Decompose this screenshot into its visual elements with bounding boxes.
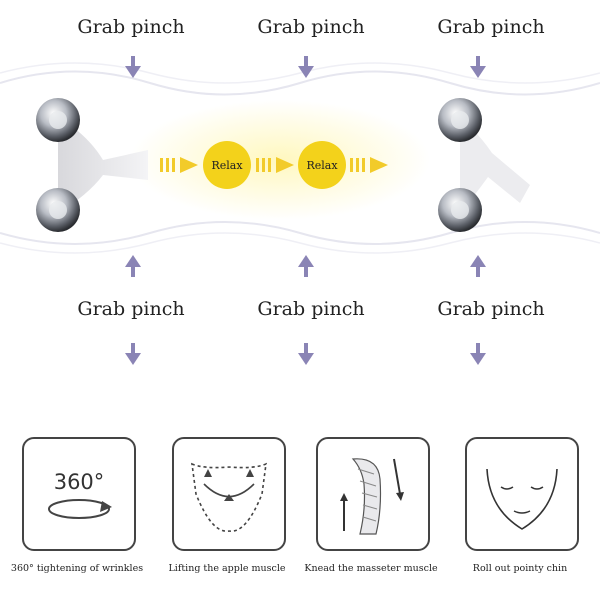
grab-pinch-label-bottom-2: Grab pinch <box>257 298 365 320</box>
chevrons-right-icon <box>256 157 294 173</box>
arrow-up-icon <box>298 255 314 277</box>
feature-box-masseter <box>316 437 430 551</box>
arrow-up-icon <box>470 255 486 277</box>
arrow-up-icon <box>125 255 141 277</box>
rotate-360-icon: 360° <box>48 470 112 519</box>
caption-masseter: Knead the masseter muscle <box>304 563 438 574</box>
relax-badge-2: Relax <box>298 141 346 189</box>
arrow-down-icon <box>470 56 486 78</box>
grab-pinch-label-top-2: Grab pinch <box>257 16 365 38</box>
caption-360: 360° tightening of wrinkles <box>10 563 144 574</box>
arrow-down-icon <box>125 343 141 365</box>
relax-label: Relax <box>211 158 243 172</box>
masseter-icon <box>340 458 404 535</box>
rotate-360-text: 360° <box>54 470 105 494</box>
arrow-down-icon <box>470 343 486 365</box>
relax-badge-1: Relax <box>203 141 251 189</box>
grab-pinch-label-bottom-1: Grab pinch <box>77 298 185 320</box>
roller-left-icon <box>36 98 148 232</box>
chevrons-right-icon <box>160 157 198 173</box>
feature-box-chin <box>465 437 579 551</box>
relax-label: Relax <box>306 158 338 172</box>
roller-right-icon <box>438 98 530 232</box>
feature-box-360: 360° <box>22 437 136 551</box>
grab-pinch-label-top-1: Grab pinch <box>77 16 185 38</box>
chevrons-right-icon <box>350 157 388 173</box>
face-chin-icon <box>486 468 558 530</box>
grab-pinch-label-top-3: Grab pinch <box>437 16 545 38</box>
caption-chin: Roll out pointy chin <box>472 563 568 574</box>
face-lift-icon <box>191 462 267 532</box>
arrow-down-icon <box>298 343 314 365</box>
arrow-down-icon <box>125 56 141 78</box>
feature-box-apple-muscle <box>172 437 286 551</box>
arrow-down-icon <box>298 56 314 78</box>
grab-pinch-label-bottom-3: Grab pinch <box>437 298 545 320</box>
caption-apple-muscle: Lifting the apple muscle <box>168 563 286 574</box>
